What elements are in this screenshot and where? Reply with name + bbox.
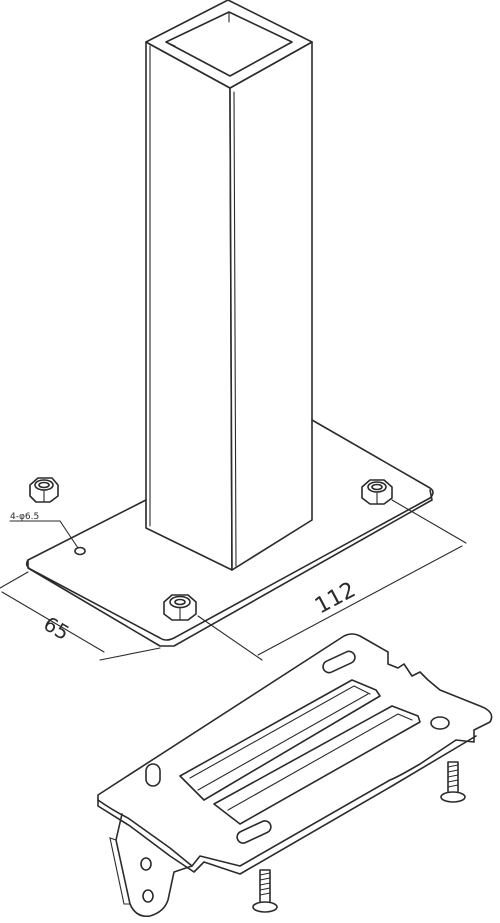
square-post (145, 0, 313, 571)
ext-line-c (391, 499, 467, 544)
dimension-65: 65 (0, 571, 161, 661)
hole-spec-label: 4-φ6.5 (10, 512, 39, 522)
rib-1 (179, 679, 381, 801)
slot-right (430, 716, 450, 730)
ext-line-d (197, 615, 263, 661)
rib-2-inner (227, 713, 413, 811)
ext-line-b (99, 647, 161, 661)
post-left-face (145, 41, 233, 571)
plate-thickness-edge (27, 489, 433, 647)
nut-front (163, 594, 197, 621)
rib-1-groove (197, 693, 369, 791)
hole-callout: 4-φ6.5 (9, 512, 79, 549)
screw-front (252, 869, 278, 913)
post-inner-edge-2 (165, 41, 176, 47)
dim-line-112 (257, 545, 463, 656)
screw-head (440, 791, 466, 803)
bracket-tab (115, 813, 193, 918)
mounting-bracket (97, 633, 493, 918)
post-top-opening (165, 11, 293, 77)
base-plate (25, 419, 434, 647)
plate-top-outline (25, 419, 434, 641)
plate-hole (74, 546, 86, 556)
screw-head (252, 901, 278, 913)
slot-left (145, 763, 161, 787)
bracket-tab-edge (109, 837, 131, 905)
slot-front (236, 820, 272, 844)
post-corner-line (233, 91, 237, 567)
nut-left (29, 477, 59, 503)
dim-line-65 (1, 591, 105, 653)
callout-leader (59, 520, 79, 549)
rib-1-inner (189, 685, 371, 779)
tab-hole-upper (140, 857, 152, 871)
post-right-face (229, 41, 313, 571)
ext-line-a (0, 571, 29, 589)
tab-hole-lower (142, 889, 154, 903)
bracket-thickness (97, 735, 477, 875)
nut-right (361, 479, 393, 505)
screw-right (440, 761, 466, 803)
bracket-outline (97, 633, 493, 867)
post-top-rim (145, 0, 313, 89)
rib-2 (213, 705, 421, 825)
slot-top (322, 650, 356, 674)
